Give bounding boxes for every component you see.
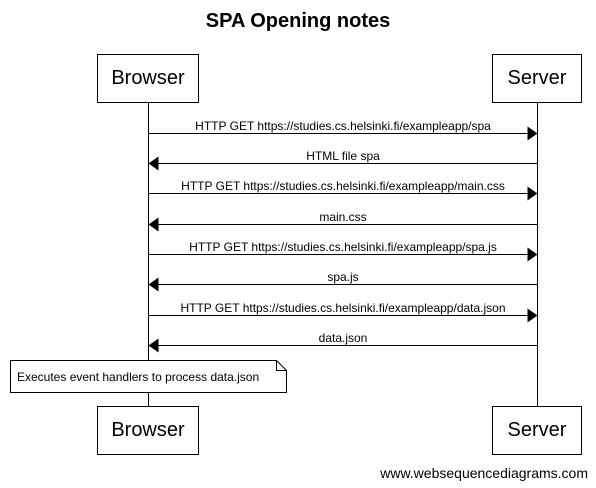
message-label-3: HTTP GET https://studies.cs.helsinki.fi/… — [181, 179, 505, 193]
message-label-6: spa.js — [327, 270, 359, 284]
footer-credit: www.websequencediagrams.com — [380, 465, 588, 481]
message-label-4: main.css — [319, 210, 367, 224]
message-arrow-8 — [148, 338, 538, 353]
participant-server-top: Server — [492, 54, 582, 103]
diagram-title: SPA Opening notes — [205, 10, 391, 32]
message-arrow-4 — [148, 217, 538, 232]
message-arrow-5 — [148, 247, 538, 262]
note-text: Executes event handlers to process data.… — [17, 370, 260, 384]
message-arrow-2 — [148, 156, 538, 171]
message-arrow-3 — [148, 186, 538, 201]
participant-browser-top: Browser — [97, 54, 199, 103]
participant-server-bottom: Server — [492, 406, 582, 455]
message-label-8: data.json — [318, 331, 368, 345]
message-label-2: HTML file spa — [306, 149, 380, 163]
message-arrow-1 — [148, 126, 538, 141]
message-label-1: HTTP GET https://studies.cs.helsinki.fi/… — [195, 119, 491, 133]
participant-browser-bottom: Browser — [97, 406, 199, 455]
message-arrow-7 — [148, 308, 538, 323]
message-label-7: HTTP GET https://studies.cs.helsinki.fi/… — [180, 301, 506, 315]
message-label-5: HTTP GET https://studies.cs.helsinki.fi/… — [189, 240, 497, 254]
message-arrow-6 — [148, 277, 538, 292]
